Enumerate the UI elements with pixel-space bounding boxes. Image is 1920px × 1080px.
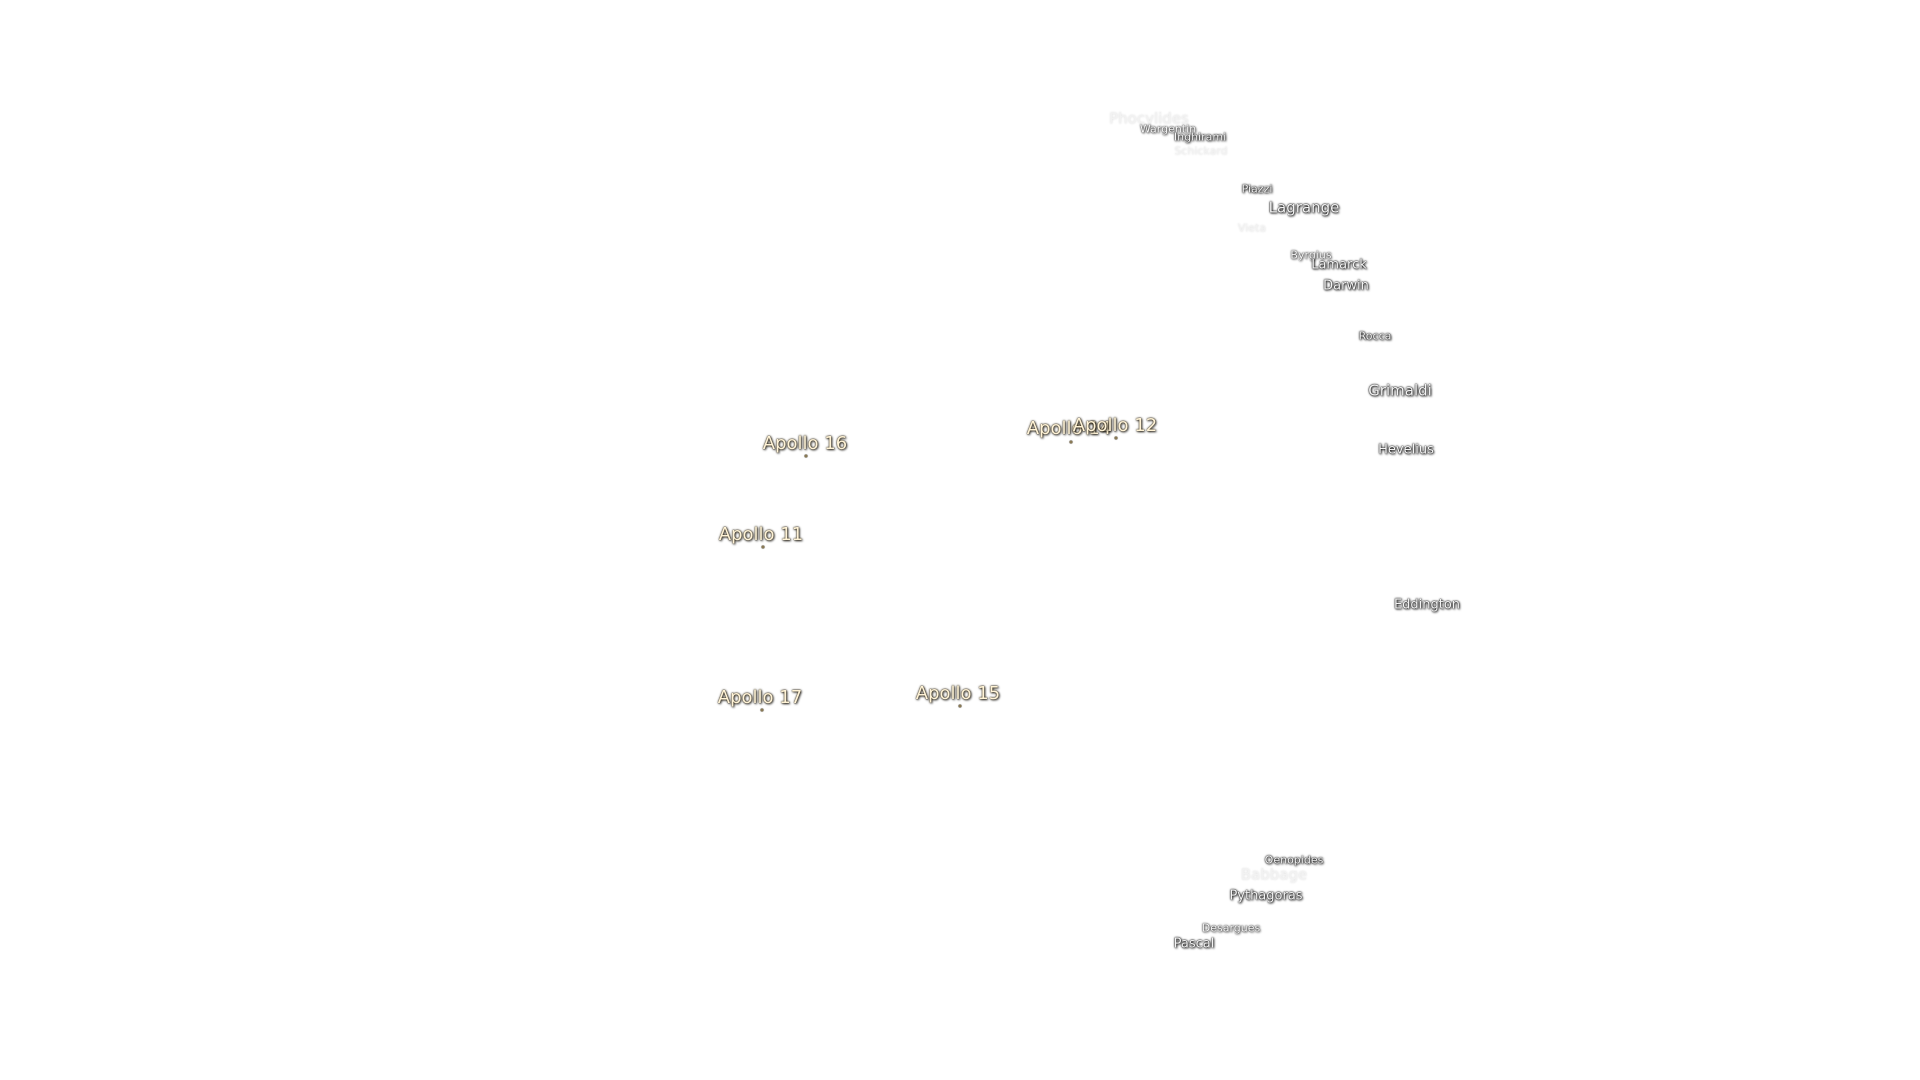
landing-site-marker-apollo-12[interactable] <box>1114 436 1118 440</box>
landing-site-label-apollo-17[interactable]: Apollo 17 <box>717 687 803 708</box>
crater-label-lagrange[interactable]: Lagrange <box>1268 198 1340 217</box>
crater-label-piazzi[interactable]: Piazzi <box>1241 182 1273 196</box>
landing-site-marker-apollo-14[interactable] <box>1069 440 1073 444</box>
crater-label-vieta[interactable]: Vieta <box>1237 221 1267 235</box>
crater-label-desargues[interactable]: Desargues <box>1201 921 1261 935</box>
crater-label-babbage[interactable]: Babbage <box>1240 865 1308 884</box>
crater-label-oenopides[interactable]: Oenopides <box>1264 853 1324 867</box>
crater-label-phocylides[interactable]: Phocylides <box>1109 109 1189 128</box>
crater-label-pascal[interactable]: Pascal <box>1173 936 1215 952</box>
landing-site-marker-apollo-11[interactable] <box>761 545 765 549</box>
landing-site-marker-apollo-16[interactable] <box>804 454 808 458</box>
landing-site-marker-apollo-15[interactable] <box>958 704 962 708</box>
landing-site-label-apollo-16[interactable]: Apollo 16 <box>762 433 848 454</box>
crater-label-pythagoras[interactable]: Pythagoras <box>1229 888 1303 904</box>
landing-site-label-apollo-12[interactable]: Apollo 12 <box>1072 415 1158 436</box>
landing-site-marker-apollo-17[interactable] <box>760 708 764 712</box>
crater-label-rocca[interactable]: Rocca <box>1358 329 1392 343</box>
landing-site-label-apollo-14[interactable]: Apollo 14 <box>1026 418 1112 439</box>
crater-label-eddington[interactable]: Eddington <box>1393 597 1461 613</box>
crater-label-schickard[interactable]: Schickard <box>1174 144 1228 158</box>
crater-label-inghirami[interactable]: Inghirami <box>1173 130 1227 144</box>
crater-label-wargentin[interactable]: Wargentin <box>1139 122 1197 136</box>
landing-site-label-apollo-15[interactable]: Apollo 15 <box>915 683 1001 704</box>
crater-label-byrgius[interactable]: Byrgius <box>1290 248 1332 262</box>
crater-label-hevelius[interactable]: Hevelius <box>1378 442 1434 458</box>
crater-label-darwin[interactable]: Darwin <box>1323 278 1369 294</box>
landing-site-label-apollo-11[interactable]: Apollo 11 <box>718 524 804 545</box>
crater-label-grimaldi[interactable]: Grimaldi <box>1368 381 1432 400</box>
crater-label-lamarck[interactable]: Lamarck <box>1311 257 1367 273</box>
